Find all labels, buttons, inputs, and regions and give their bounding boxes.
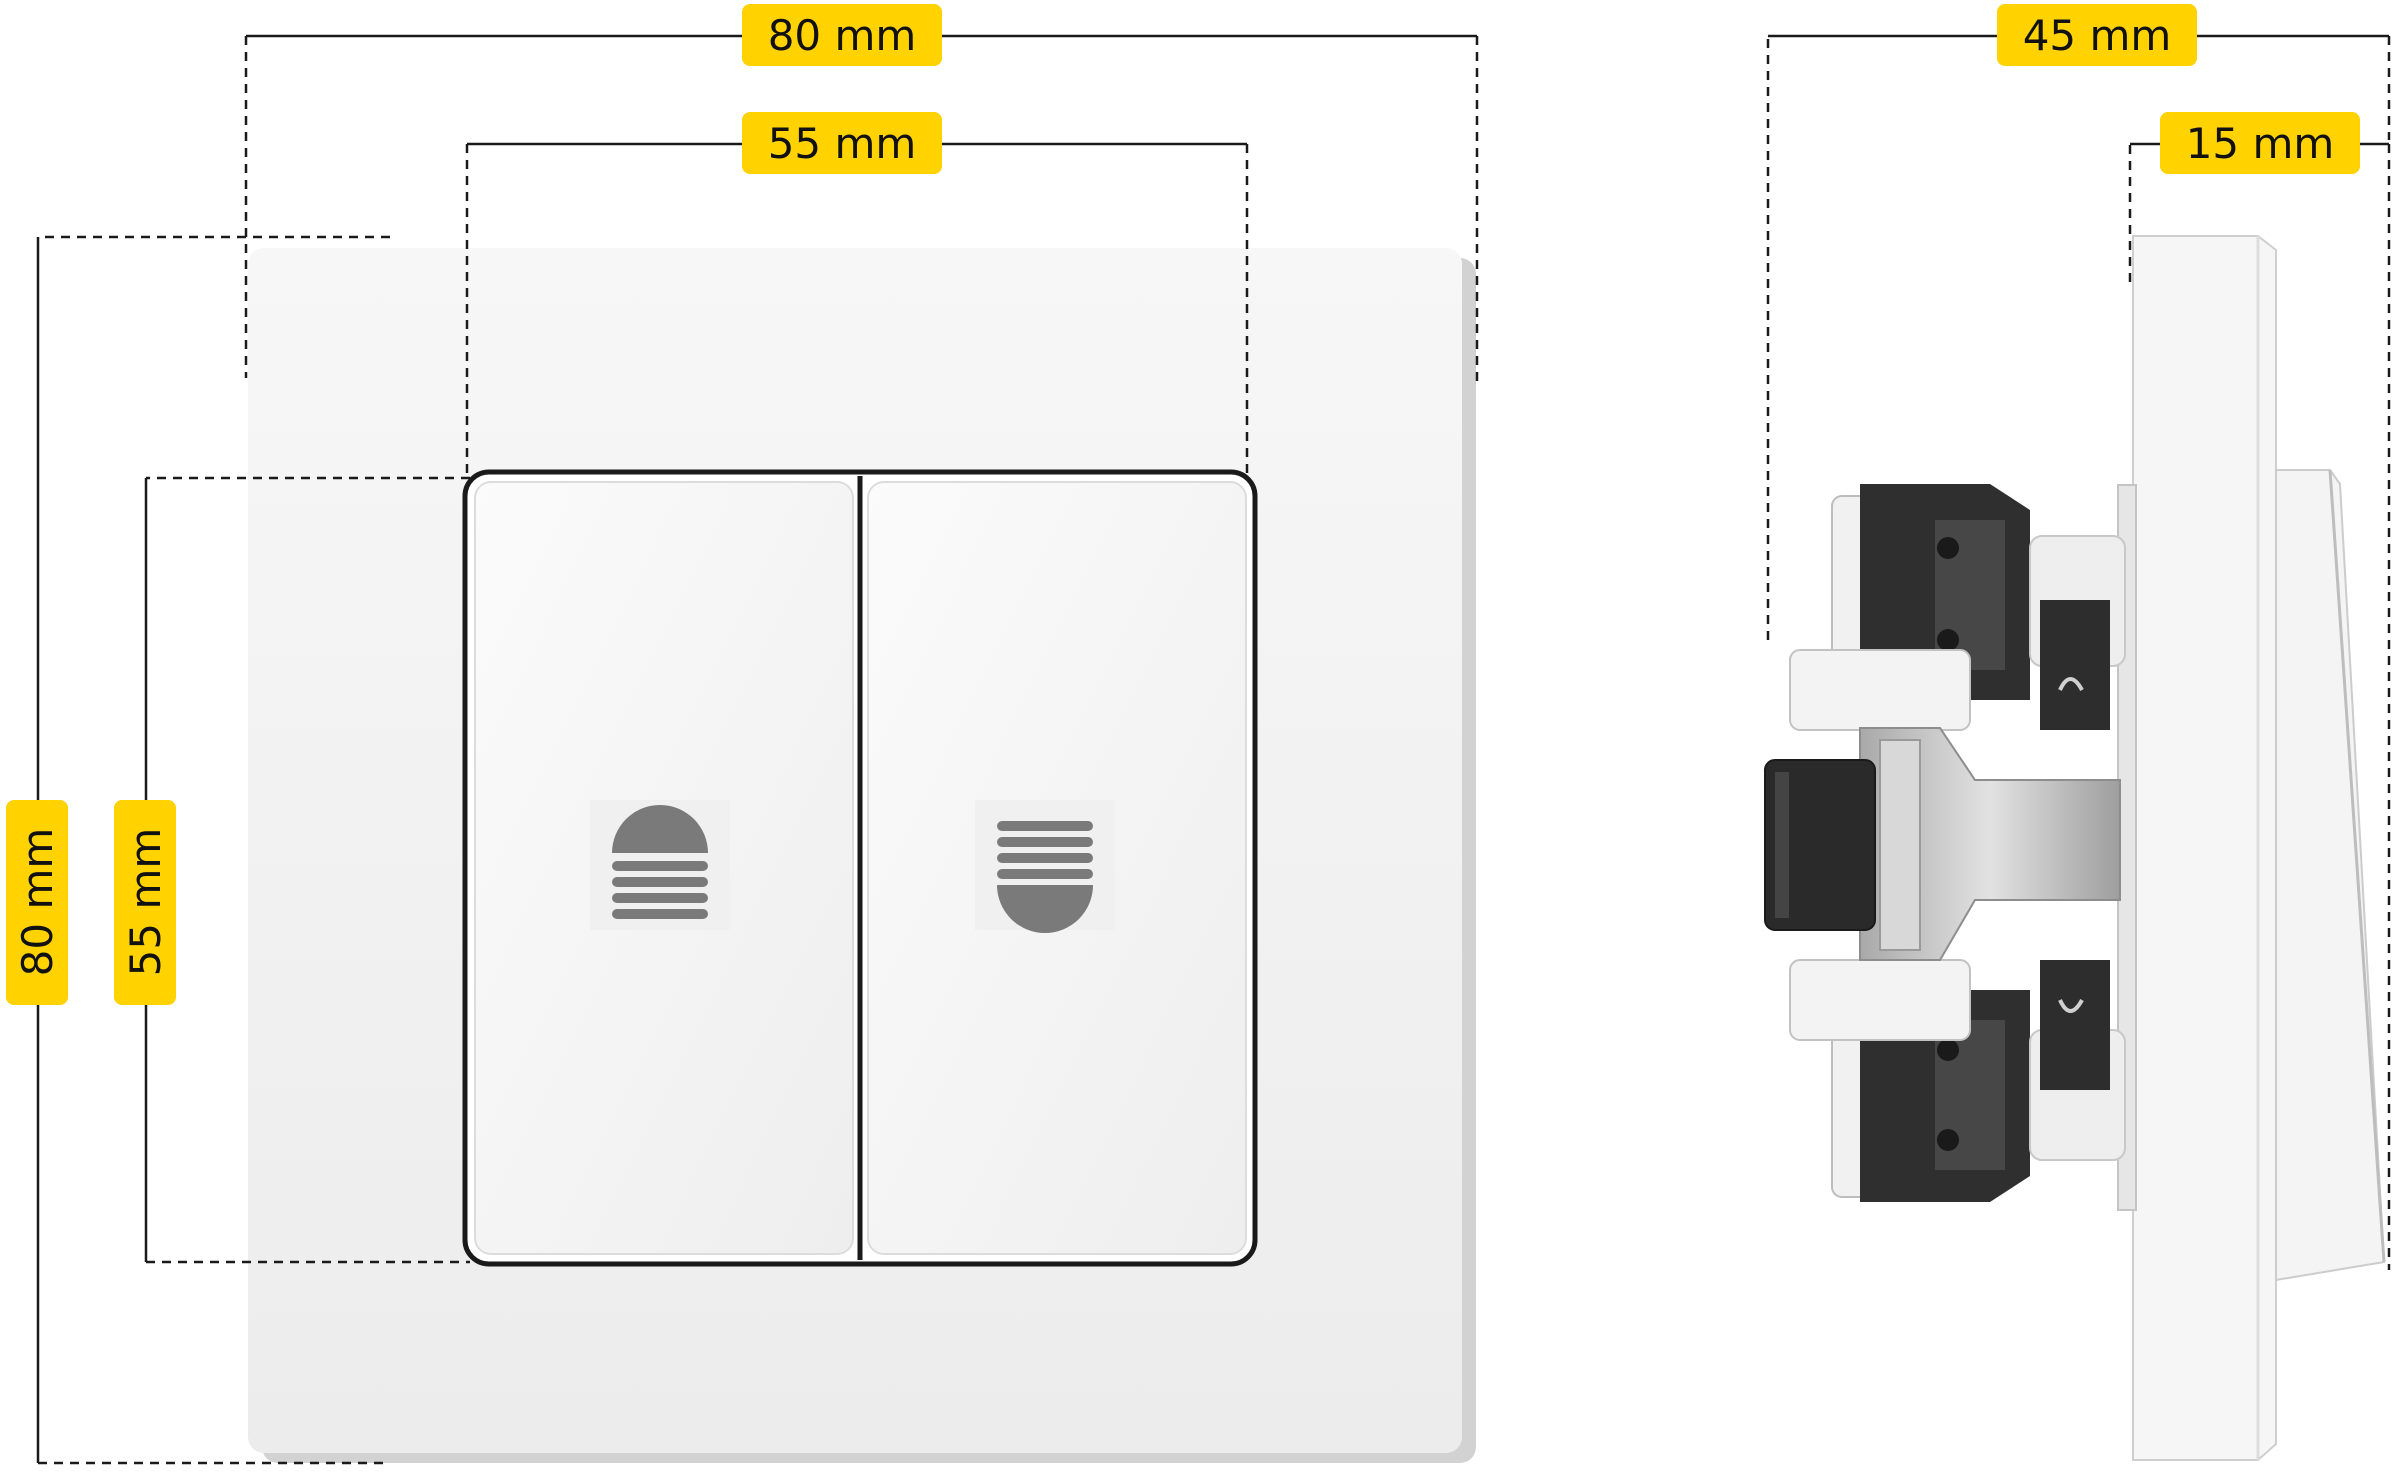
frame-height-label: 80 mm: [13, 828, 62, 977]
total-depth-label: 45 mm: [2023, 11, 2172, 60]
upper-housing: [1789, 484, 2126, 731]
blind-up-icon: [590, 800, 730, 930]
frame-height-dimension: 80 mm: [6, 235, 390, 1465]
rocker-width-dimension: 55 mm: [465, 112, 1249, 478]
rocker-height-dimension: 55 mm: [114, 476, 470, 1264]
rocker-width-label: 55 mm: [768, 119, 917, 168]
metal-bracket: [1859, 727, 2121, 961]
terminal-block: [1764, 759, 1876, 931]
front-view: 80 mm 55 mm 80 mm 55 mm: [6, 4, 1479, 1465]
rocker-height-label: 55 mm: [121, 828, 170, 977]
side-frame-plate: [2132, 235, 2277, 1461]
front-depth-label: 15 mm: [2186, 119, 2335, 168]
blind-down-icon: [975, 800, 1115, 933]
lower-housing: [1789, 959, 2126, 1202]
frame-width-label: 80 mm: [768, 11, 917, 60]
side-view: 45 mm 15 mm: [1764, 4, 2391, 1461]
total-depth-dimension: 45 mm: [1766, 4, 2391, 640]
frame-width-dimension: 80 mm: [244, 4, 1479, 385]
side-rocker: [2275, 469, 2386, 1282]
front-depth-dimension: 15 mm: [2128, 112, 2391, 1270]
